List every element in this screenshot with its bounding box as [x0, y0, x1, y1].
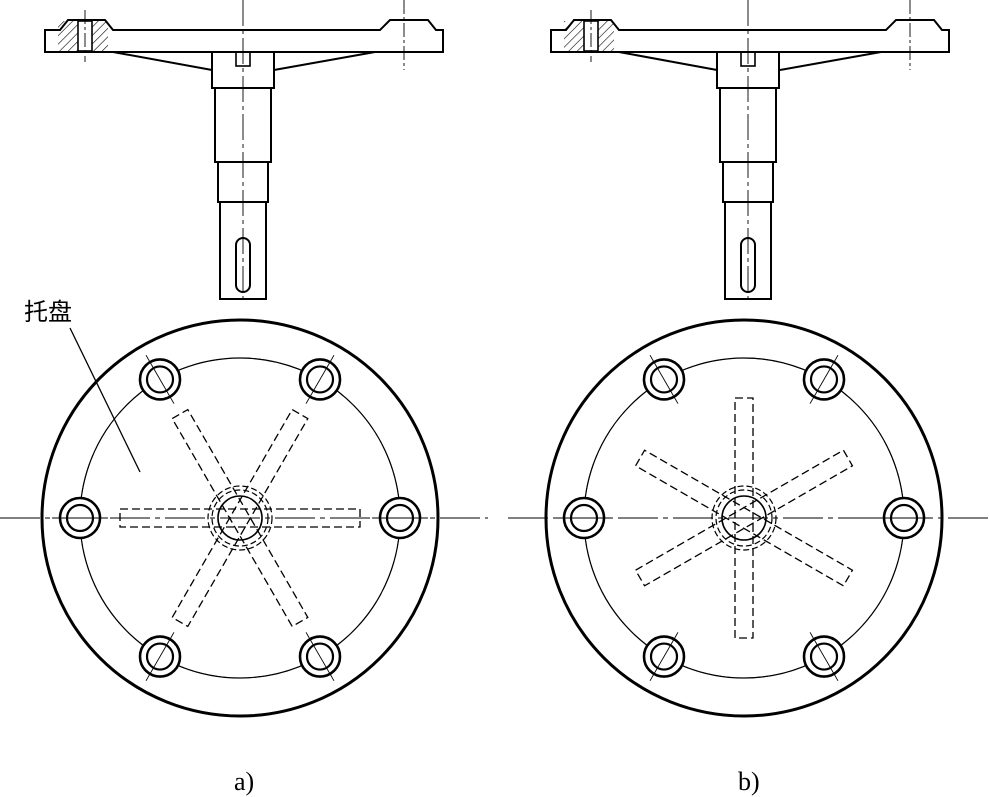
spoke-slot: [171, 408, 309, 628]
caption-b: b): [738, 767, 760, 796]
wheel-web-side: [112, 51, 376, 71]
hub-hole-outer-a: [207, 485, 273, 551]
side-view-b: [550, 0, 950, 300]
spoke-slot: [634, 449, 854, 587]
hub-hole-a: [217, 495, 263, 541]
plan-view-a: [0, 318, 488, 718]
plan-view-b: [508, 318, 990, 718]
tray-callout: 托盘: [24, 298, 141, 473]
panel-b: b): [508, 0, 990, 796]
bolt: [298, 354, 342, 404]
bolt: [298, 632, 342, 682]
caption-a: a): [234, 767, 254, 796]
panel-a: 托盘 a): [0, 0, 488, 796]
wheel-web-side-b: [618, 51, 882, 71]
hub-hole-mid-b: [715, 489, 773, 547]
outer-disc-a: [40, 318, 440, 718]
side-view-a: [44, 0, 444, 300]
bolt: [138, 632, 182, 682]
wheel-rim-side: [44, 19, 444, 53]
spoke-slot: [171, 408, 309, 628]
spoke-slot: [634, 449, 854, 587]
bolt: [802, 354, 846, 404]
bolt: [802, 632, 846, 682]
bolt: [642, 354, 686, 404]
leader-line: [69, 327, 141, 473]
bolt: [642, 632, 686, 682]
wheel-rim-side-b: [550, 19, 950, 53]
tray-label: 托盘: [24, 298, 72, 326]
bolt: [138, 354, 182, 404]
